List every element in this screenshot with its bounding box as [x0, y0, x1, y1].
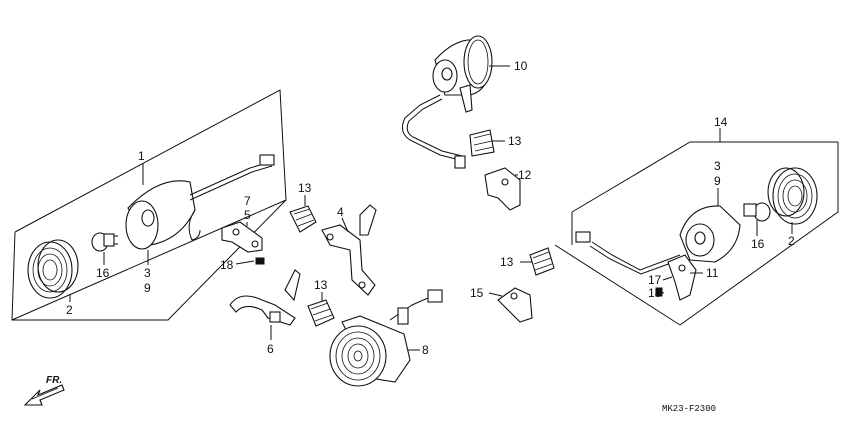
label-part-15: 15	[470, 286, 484, 300]
label-part-5: 5	[244, 208, 251, 222]
diagram-code: MK23-F2300	[662, 404, 716, 414]
label-part-13-lower: 13	[500, 255, 514, 269]
label-part-6: 6	[267, 342, 274, 356]
left-assembly-box	[11, 89, 287, 321]
lower-housing-part-8	[329, 289, 443, 387]
left-bulb-part-16	[91, 232, 118, 252]
label-part-18-left: 18	[220, 258, 234, 272]
label-part-13-left: 13	[298, 181, 312, 195]
label-part-3-left: 3	[144, 266, 151, 280]
label-part-3-right: 3	[714, 159, 721, 173]
left-bracket-part-5	[221, 221, 265, 265]
label-part-9-left: 9	[144, 281, 151, 295]
label-part-13-upper: 13	[508, 134, 522, 148]
stay-part-6	[229, 269, 301, 326]
left-housing-part-3	[125, 154, 275, 250]
label-part-2-right: 2	[788, 234, 795, 248]
part-labels: 1 2 3 9 16 7 5 18 13 4 6 13 8 10 13 12 1…	[66, 59, 795, 357]
right-assembly-box	[554, 141, 839, 326]
label-part-9-right: 9	[714, 174, 721, 188]
label-part-2-left: 2	[66, 303, 73, 317]
label-part-12: 12	[518, 168, 532, 182]
label-part-13-middle: 13	[314, 278, 328, 292]
stay-part-12	[484, 167, 521, 211]
upper-housing-part-10	[401, 35, 493, 169]
right-lens-part-2	[767, 167, 818, 225]
label-part-11: 11	[706, 266, 719, 280]
right-housing-part-3	[575, 205, 741, 275]
upper-rubber-part-13	[469, 129, 495, 157]
left-lens-part-2	[27, 239, 79, 299]
right-bulb-part-16	[743, 202, 771, 222]
lower-rubber-part-13	[529, 247, 555, 276]
stay-part-4	[321, 204, 377, 296]
direction-label: FR.	[46, 375, 62, 386]
label-part-8: 8	[422, 343, 429, 357]
label-part-18-right: 18	[648, 286, 662, 300]
stay-part-15	[497, 287, 533, 323]
middle-rubber-part-13	[307, 299, 335, 327]
left-rubber-part-13	[289, 205, 317, 233]
label-part-16-right: 16	[751, 237, 765, 251]
front-direction-arrow: FR.	[23, 375, 65, 406]
label-part-17: 17	[648, 273, 662, 287]
label-part-10: 10	[514, 59, 528, 73]
label-part-4: 4	[337, 205, 344, 219]
label-part-1: 1	[138, 149, 145, 163]
label-part-16-left: 16	[96, 266, 110, 280]
leader-lines	[69, 65, 793, 351]
label-part-7: 7	[244, 194, 251, 208]
label-part-14: 14	[714, 115, 728, 129]
